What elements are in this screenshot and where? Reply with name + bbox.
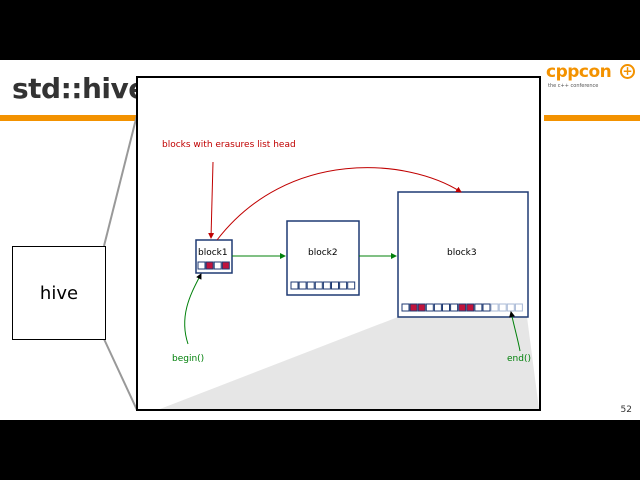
erasure-list-arc (216, 167, 462, 241)
accent-bar-left (0, 115, 136, 121)
end-annotation: end() (507, 354, 531, 364)
begin-pointer (184, 273, 202, 345)
slot-erased (409, 303, 418, 312)
slot-empty (425, 303, 434, 312)
slot-empty (339, 281, 348, 290)
zoom-projection-shade (160, 317, 539, 409)
slot-empty (298, 281, 307, 290)
zoom-connector-lines (103, 114, 138, 411)
slot-empty (331, 281, 339, 290)
logo-wordmark: cppcon (546, 62, 612, 82)
slot-faded (514, 303, 523, 312)
slot-empty (290, 281, 299, 290)
slot-erased (221, 261, 230, 270)
block-slots (197, 261, 523, 312)
slot-erased (458, 303, 467, 312)
slot-erased (205, 261, 214, 270)
slot-empty (442, 303, 450, 312)
erasure-head-annotation: blocks with erasures list head (162, 140, 296, 150)
slot-erased (417, 303, 426, 312)
hive-overview-box: hive (12, 246, 106, 340)
block3 (397, 191, 529, 318)
slot-empty (197, 261, 206, 270)
slot-faded (506, 303, 515, 312)
end-pointer (509, 311, 521, 352)
slot-erased (466, 303, 475, 312)
erasure-head-pointer (208, 161, 215, 239)
logo-plus-icon: + (620, 64, 635, 79)
slot-faded (490, 303, 499, 312)
block2-label: block2 (308, 248, 338, 258)
accent-bar-right (544, 115, 640, 121)
logo-tagline: the c++ conference (548, 83, 599, 89)
slot-empty (322, 281, 331, 290)
diagram-canvas (160, 161, 539, 409)
slot-empty (306, 281, 315, 290)
slot-empty (347, 281, 356, 290)
hive-overview-label: hive (39, 282, 79, 304)
slot-empty (450, 303, 459, 312)
slot-empty (213, 261, 222, 270)
slot-empty (314, 281, 323, 290)
slot-empty (433, 303, 442, 312)
cppcon-logo: cppcon + the c++ conference (546, 62, 638, 96)
page-number: 52 (620, 405, 632, 415)
slide-title: std::hive (12, 72, 147, 105)
begin-annotation: begin() (172, 354, 205, 364)
zoomed-diagram-frame: block1 block2 block3 blocks with erasure… (136, 76, 541, 411)
slot-faded (498, 303, 507, 312)
slot-empty (482, 303, 491, 312)
slide: std::hive cppcon + the c++ conference hi… (0, 60, 640, 420)
block3-label: block3 (447, 248, 477, 258)
slot-empty (474, 303, 483, 312)
block1-label: block1 (198, 248, 228, 258)
slot-empty (401, 303, 410, 312)
